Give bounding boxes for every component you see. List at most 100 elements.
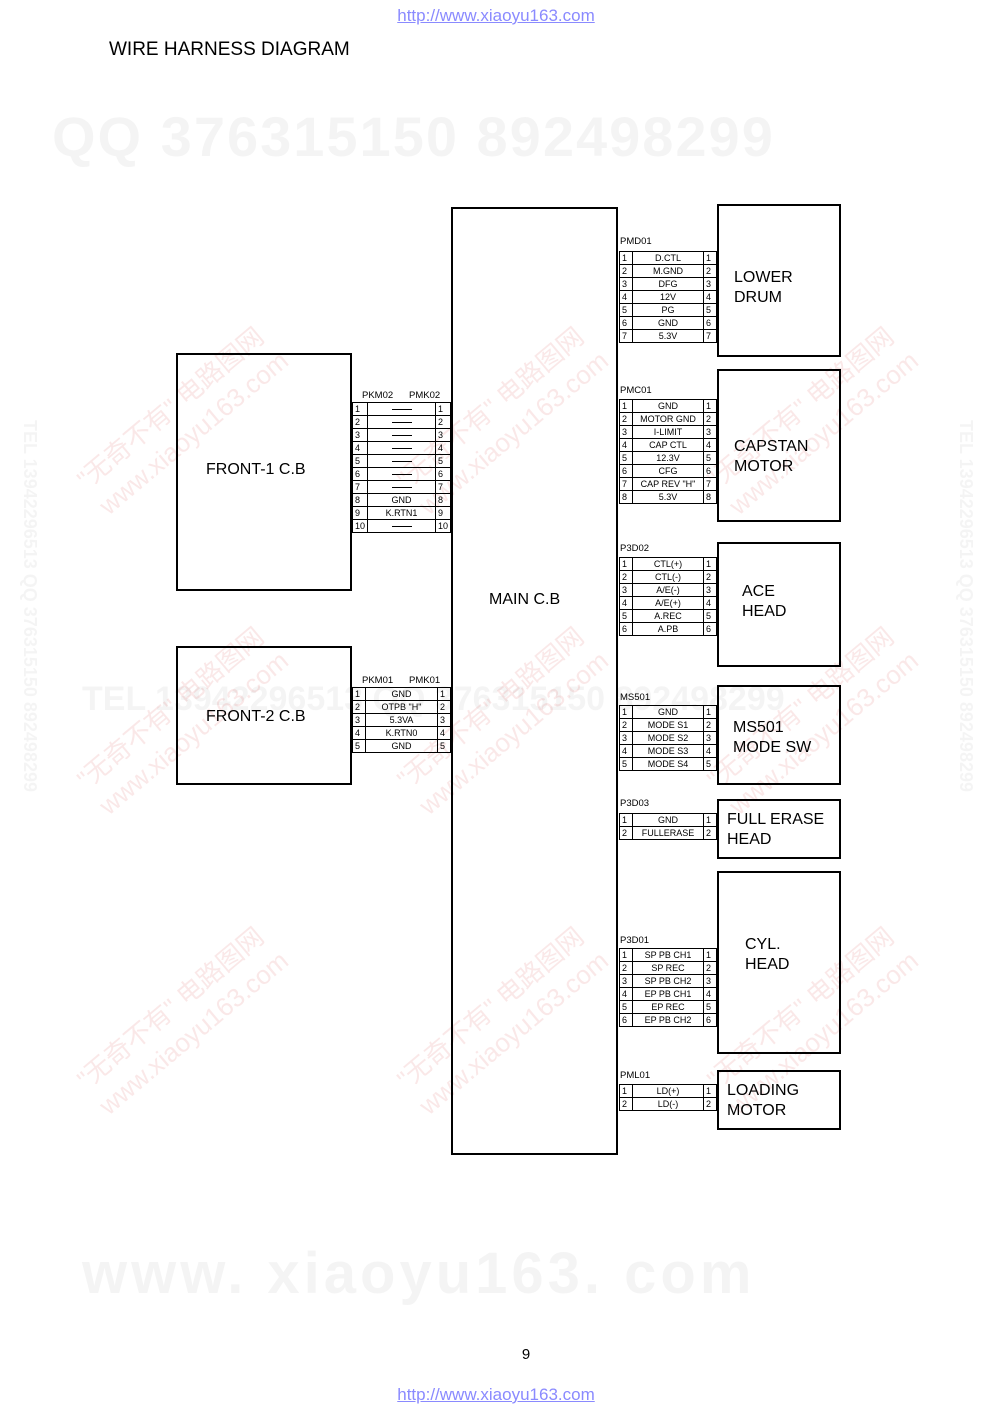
pin-signal: A.REC [632, 609, 704, 623]
pin-number-left: 2 [619, 412, 633, 426]
pin-number-left: 5 [352, 739, 366, 753]
front1-board-label: FRONT-1 C.B [206, 461, 306, 478]
pin-signal: D.CTL [632, 251, 704, 265]
front2-board-label: FRONT-2 C.B [206, 708, 306, 725]
pin-number-right: 2 [703, 718, 717, 732]
pin-signal: EP REC [632, 1000, 704, 1014]
pin-number-left: 4 [619, 744, 633, 758]
pin-signal: 5.3V [632, 490, 704, 504]
pin-number-left: 6 [619, 316, 633, 330]
pin-number-left: 6 [351, 467, 369, 481]
connector-label-ms501: MS501 [620, 692, 651, 703]
pin-number-left: 4 [619, 290, 633, 304]
pin-signal: DFG [632, 277, 704, 291]
pin-number-right: 3 [703, 731, 717, 745]
pin-number-right: 2 [703, 826, 717, 840]
pin-number-right: 4 [703, 744, 717, 758]
pin-signal: GND [632, 316, 704, 330]
pin-signal: EP PB CH1 [632, 987, 704, 1001]
pin-number-right: 2 [703, 961, 717, 975]
pin-number-right: 1 [703, 705, 717, 719]
pin-number-right: 3 [703, 425, 717, 439]
pin-number-left: 2 [619, 1097, 633, 1111]
pin-number-left: 2 [351, 415, 369, 429]
main-board-label: MAIN C.B [489, 591, 561, 608]
pin-number-right: 8 [434, 493, 452, 507]
pin-number-right: 1 [703, 813, 717, 827]
pin-number-left: 1 [352, 687, 366, 701]
pin-number-right: 3 [703, 277, 717, 291]
pin-number-left: 4 [351, 441, 369, 455]
pin-number-left: 6 [619, 464, 633, 478]
cyl-head-board: CYL.HEAD [717, 871, 841, 1054]
pin-number-left: 4 [619, 438, 633, 452]
pin-signal: GND [632, 399, 704, 413]
header-url-link[interactable]: http://www.xiaoyu163.com [397, 6, 595, 25]
pin-number-right: 5 [703, 303, 717, 317]
pin-signal [367, 454, 436, 468]
pin-signal [367, 428, 436, 442]
pin-signal: SP PB CH2 [632, 974, 704, 988]
pin-number-right: 1 [703, 399, 717, 413]
pin-number-right: 3 [703, 583, 717, 597]
pin-number-right: 7 [703, 477, 717, 491]
pin-signal: CAP CTL [632, 438, 704, 452]
pin-number-right: 2 [703, 570, 717, 584]
pin-number-left: 6 [619, 1013, 633, 1027]
pin-number-left: 7 [351, 480, 369, 494]
pin-number-right: 8 [703, 490, 717, 504]
footer-url-link[interactable]: http://www.xiaoyu163.com [397, 1385, 595, 1404]
pin-signal: FULLERASE [632, 826, 704, 840]
pin-number-right: 4 [434, 441, 452, 455]
pin-number-right: 6 [703, 622, 717, 636]
pin-signal: LD(-) [632, 1097, 704, 1111]
pin-signal: PG [632, 303, 704, 317]
connector-label-pml01: PML01 [620, 1070, 651, 1081]
pin-number-left: 1 [619, 705, 633, 719]
pin-number-right: 2 [437, 700, 451, 714]
cyl-head-label: CYL.HEAD [745, 936, 790, 973]
pin-number-right: 1 [703, 1084, 717, 1098]
pin-signal: MODE S4 [632, 757, 704, 771]
pin-signal: K.RTN0 [365, 726, 438, 740]
wire-line [391, 461, 412, 463]
pin-number-right: 5 [437, 739, 451, 753]
pin-number-right: 5 [703, 1000, 717, 1014]
pin-signal: CTL(+) [632, 557, 704, 571]
pin-signal: A/E(-) [632, 583, 704, 597]
pin-signal: MODE S2 [632, 731, 704, 745]
pin-signal: K.RTN1 [367, 506, 436, 520]
pin-signal: CFG [632, 464, 704, 478]
pin-signal: GND [365, 739, 438, 753]
pin-signal [367, 467, 436, 481]
pin-number-left: 3 [619, 277, 633, 291]
wire-line [391, 409, 412, 411]
